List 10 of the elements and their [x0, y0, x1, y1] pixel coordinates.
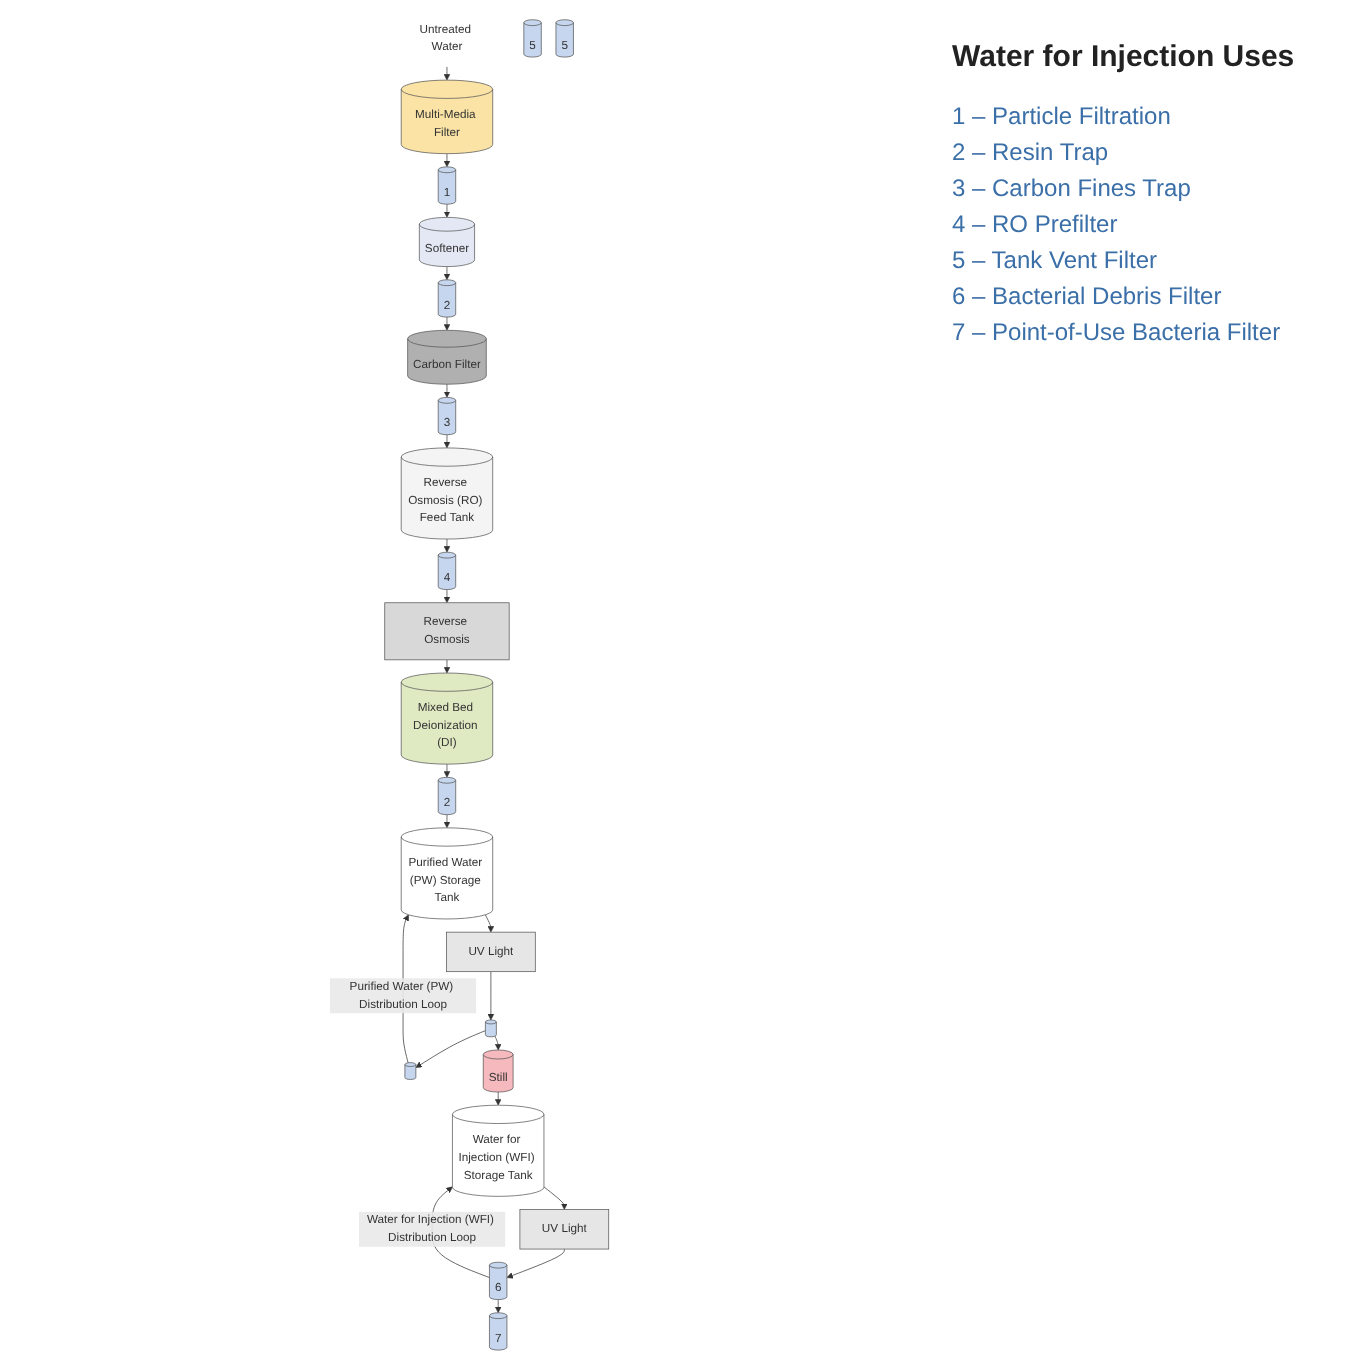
legend-entry: 4 – RO Prefilter [952, 210, 1120, 238]
uses-label: Water for Injection Uses [952, 40, 1297, 74]
legend-entry: 2 – Resin Trap [952, 138, 1111, 166]
legend-entry: 5 – Tank Vent Filter [952, 246, 1160, 274]
legend-entry: 3 – Carbon Fines Trap [952, 174, 1193, 202]
node-cylinder [405, 1062, 417, 1080]
node-cylinder [485, 1019, 498, 1038]
legend-entry: 1 – Particle Filtration [952, 102, 1173, 130]
legend-entry: 7 – Point-of-Use Bacteria Filter [952, 318, 1283, 346]
legend-entry: 6 – Bacterial Debris Filter [952, 282, 1224, 310]
